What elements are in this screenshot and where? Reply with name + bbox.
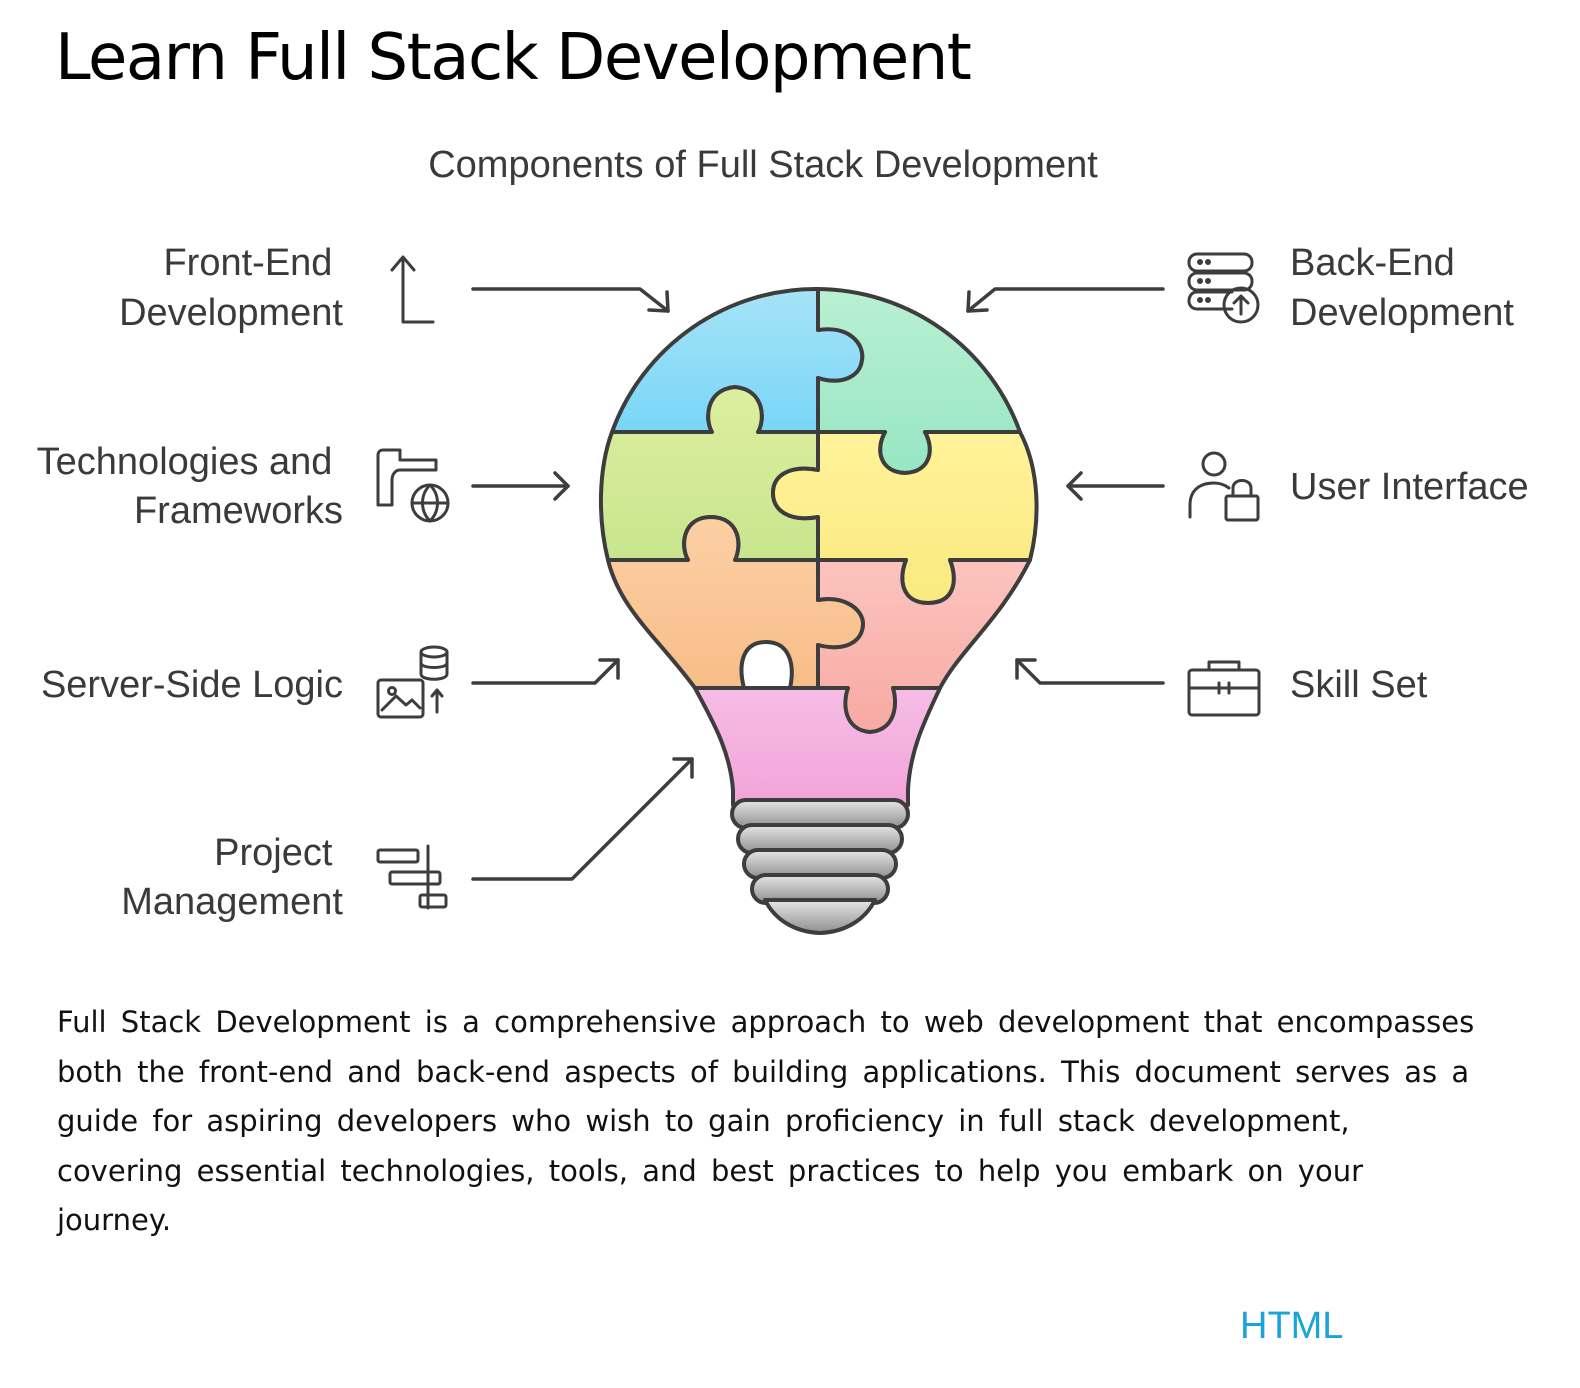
html-tag-label: HTML — [1240, 1305, 1344, 1347]
arrow-skill-set — [1015, 658, 1165, 685]
user-lock-icon — [1188, 451, 1260, 522]
label-front-end: Front-End Development — [119, 242, 343, 334]
arrow-project-management — [471, 757, 694, 881]
label-line: Development — [119, 292, 343, 334]
page-title: Learn Full Stack Development — [55, 21, 972, 95]
toolbox-icon — [1187, 660, 1261, 717]
arrow-up-corner-icon — [390, 255, 435, 324]
label-back-end: Back-End Development — [1290, 242, 1514, 334]
label-line: Server-Side Logic — [41, 664, 343, 706]
label-line: Development — [1290, 292, 1514, 334]
label-line: Back-End — [1290, 242, 1455, 284]
label-line: Front-End — [163, 242, 332, 284]
diagram-subtitle: Components of Full Stack Development — [428, 144, 1098, 186]
puzzle-piece-pink — [693, 686, 942, 813]
label-line: Project — [214, 832, 333, 874]
arrow-front-end — [471, 287, 670, 313]
label-line: User Interface — [1290, 466, 1529, 508]
faucet-globe-icon — [376, 448, 450, 523]
label-server-side: Server-Side Logic — [41, 664, 343, 706]
label-line: Management — [121, 881, 343, 923]
label-skill-set: Skill Set — [1290, 664, 1428, 706]
full-stack-diagram: Components of Full Stack Development — [37, 144, 1529, 935]
server-upload-icon — [1187, 252, 1260, 324]
lightbulb — [598, 286, 1039, 935]
label-line: Skill Set — [1290, 664, 1428, 706]
description-paragraph: Full Stack Development is a comprehensiv… — [57, 1005, 1475, 1237]
arrow-back-end — [966, 287, 1165, 313]
arrow-server-side — [471, 658, 620, 685]
label-technologies: Technologies and Frameworks — [37, 441, 343, 532]
connector-arrows — [471, 287, 1165, 881]
label-user-interface: User Interface — [1290, 466, 1529, 508]
gantt-chart-icon — [376, 844, 448, 910]
label-project-management: Project Management — [121, 832, 343, 923]
label-line: Technologies and — [37, 441, 333, 483]
bulb-base — [730, 798, 910, 935]
label-line: Frameworks — [134, 490, 343, 532]
image-database-icon — [376, 645, 449, 719]
puzzle-piece-salmon — [816, 558, 1032, 734]
